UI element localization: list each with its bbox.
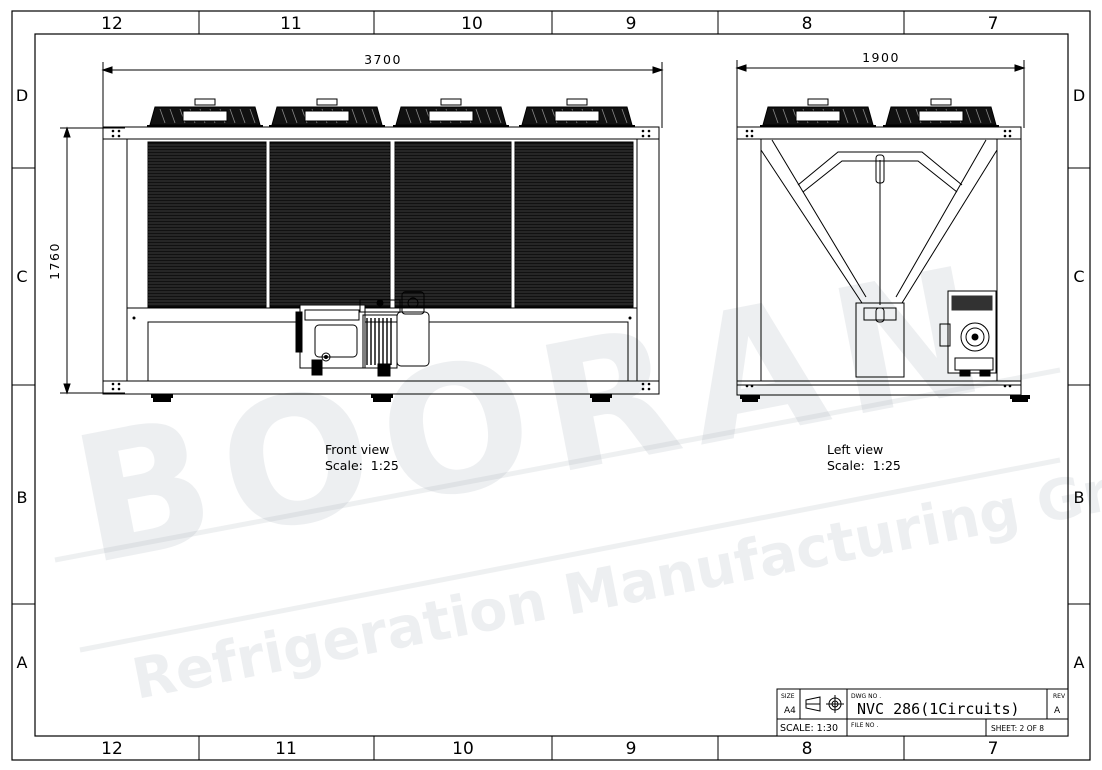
front-fans [147,98,635,127]
col-label-bottom-9: 9 [626,739,637,759]
front-fan [519,98,635,127]
coil-panel [514,141,634,308]
col-label-bottom-7: 7 [988,739,999,759]
title-file-label: FILE NO . [851,722,878,729]
front-view-label: Front view [325,442,389,457]
left-feet [740,395,1030,402]
col-label-bottom-10: 10 [452,739,474,759]
title-rev-label: REV [1053,693,1066,700]
front-view [60,62,664,395]
title-scale: SCALE: 1:30 [780,723,838,734]
title-block [776,688,1069,737]
col-label-top-12: 12 [101,14,123,34]
title-rev: A [1054,706,1061,716]
left-fan [883,98,999,127]
left-compressor [939,290,997,377]
front-fan [147,98,263,127]
front-compressor [295,291,430,377]
col-label-top-10: 10 [461,14,483,34]
front-fan [269,98,385,127]
left-view [735,60,1026,396]
front-view-width-dim: 3700 [364,52,402,67]
front-view-scale: Scale: 1:25 [325,458,399,473]
front-view-height-dim: 1760 [47,242,62,280]
row-label-right-a: A [1074,653,1085,672]
left-view-scale: Scale: 1:25 [827,458,901,473]
row-label-right-d: D [1073,86,1085,105]
title-size: A4 [784,706,796,716]
row-label-left-b: B [17,488,28,507]
row-label-right-b: B [1074,488,1085,507]
front-feet [151,394,612,402]
col-label-top-11: 11 [280,14,302,34]
col-label-bottom-8: 8 [802,739,813,759]
row-label-left-d: D [16,86,28,105]
front-coil [147,141,634,308]
left-fans [760,98,999,127]
col-label-top-9: 9 [626,14,637,34]
coil-panel [147,141,267,308]
left-view-width-dim: 1900 [862,50,900,65]
title-size-label: SIZE [781,693,795,700]
col-label-top-8: 8 [802,14,813,34]
row-label-left-c: C [16,267,27,286]
coil-panel [394,141,512,308]
col-label-bottom-12: 12 [101,739,123,759]
row-label-right-c: C [1073,267,1084,286]
column-dividers [12,11,1090,760]
left-fan [760,98,876,127]
title-sheet: SHEET: 2 OF 8 [991,724,1044,733]
coil-panel [269,141,391,308]
row-label-left-a: A [17,653,28,672]
col-label-top-7: 7 [988,14,999,34]
front-fan [393,98,509,127]
watermark-lines [54,367,1061,653]
title-dwg-label: DWG NO . [851,693,881,700]
left-view-label: Left view [827,442,883,457]
col-label-bottom-11: 11 [275,739,297,759]
title-dwg-no: NVC 286(1Circuits) [857,700,1020,718]
